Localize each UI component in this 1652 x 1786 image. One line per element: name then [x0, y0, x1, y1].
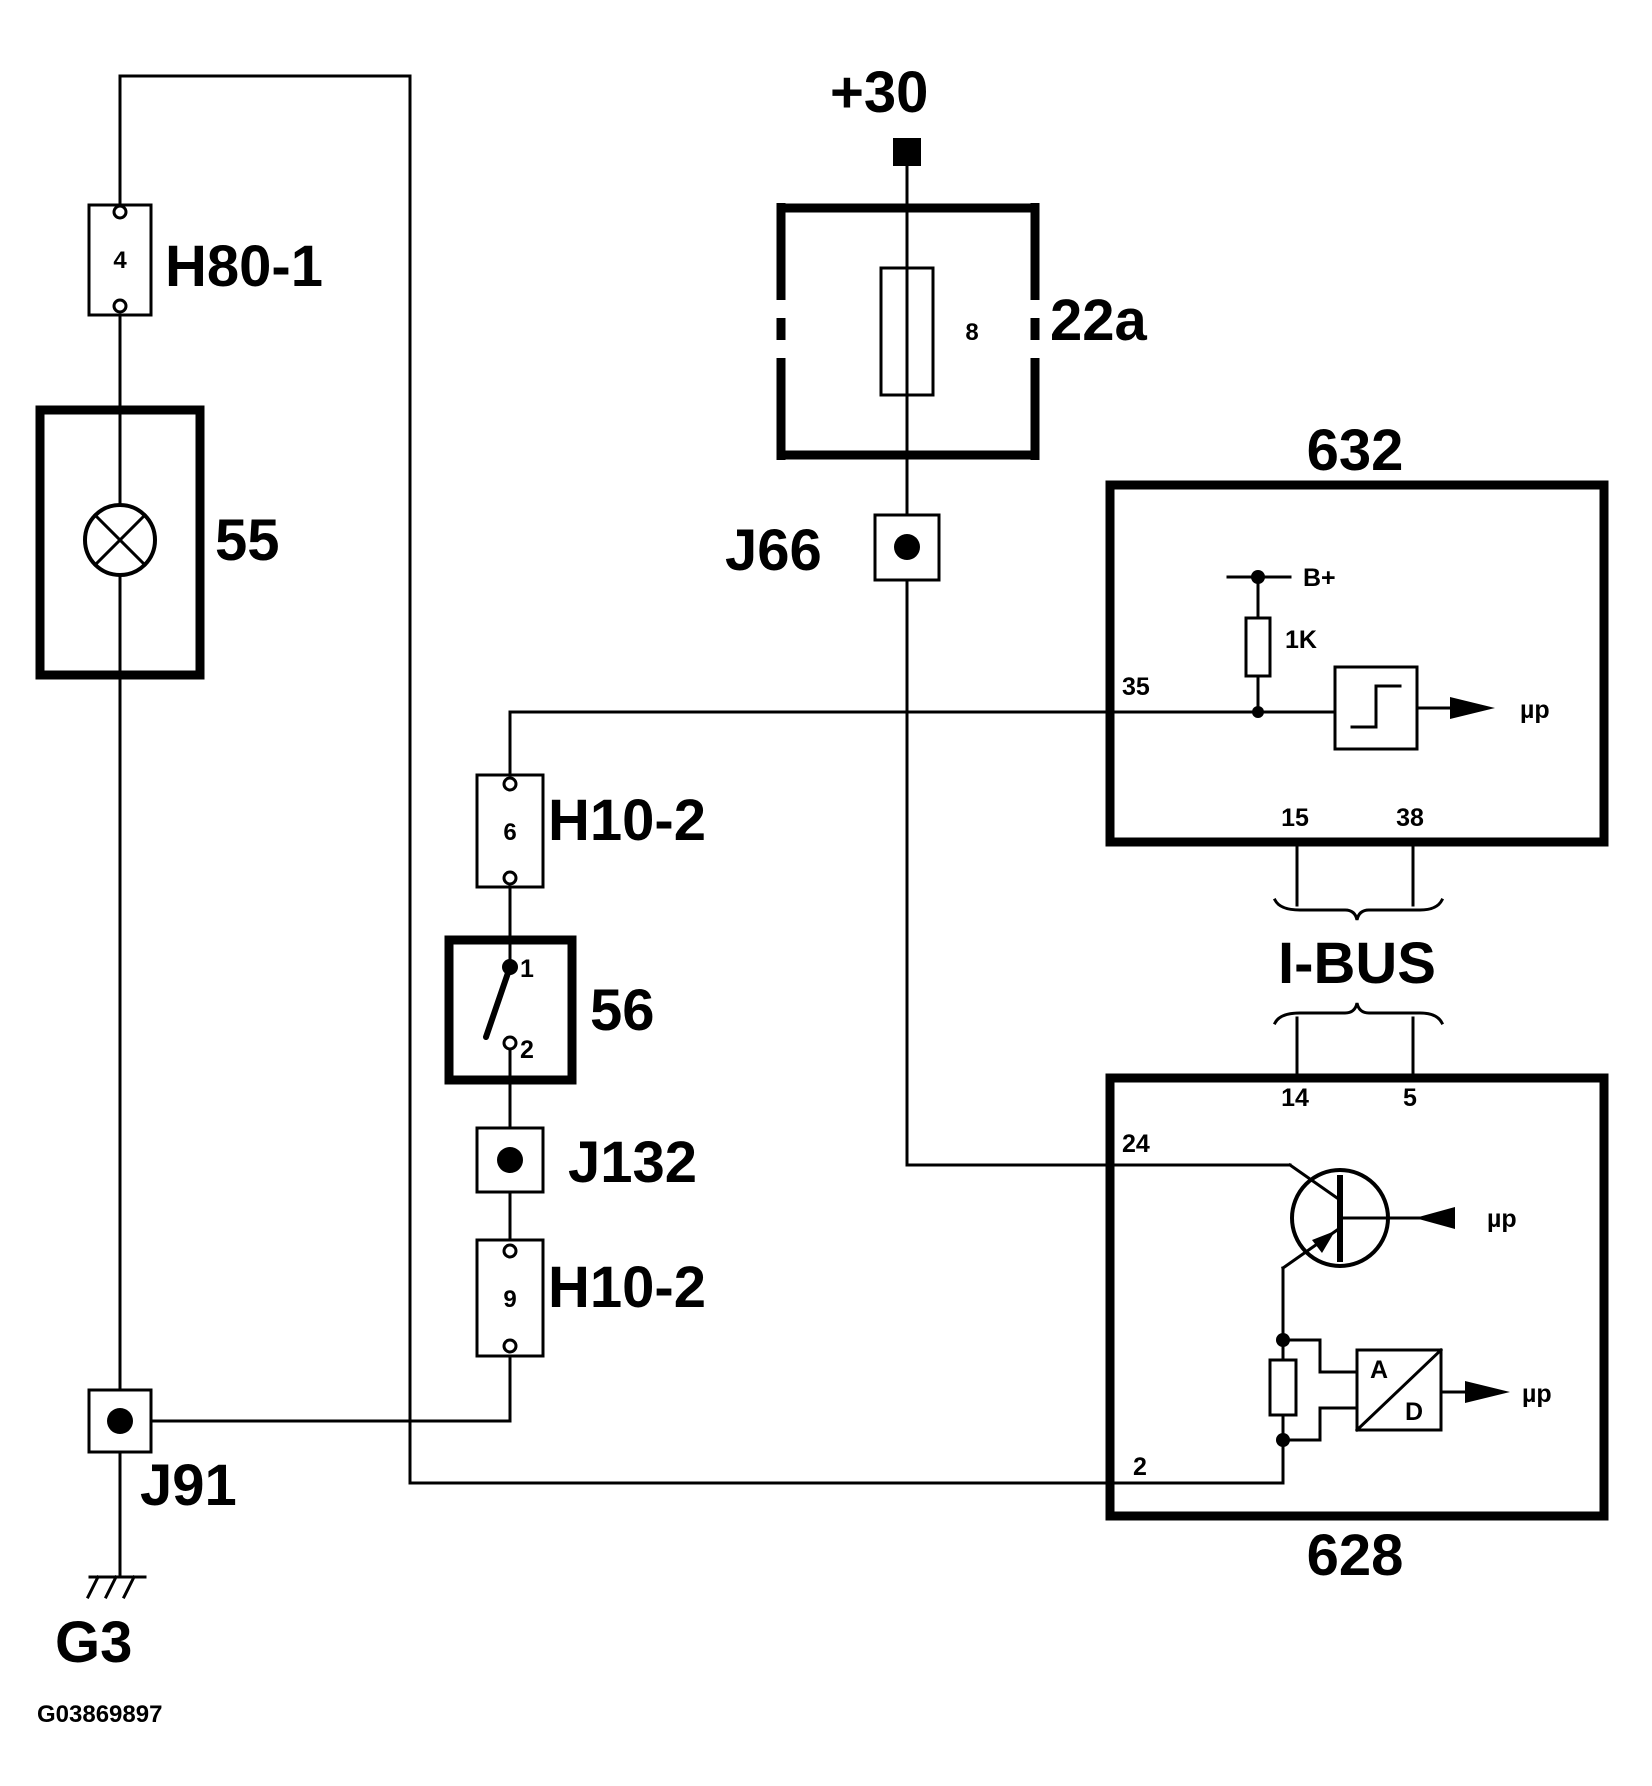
module-628-pin-14: 14 [1281, 1084, 1309, 1112]
module-632-label: 632 [1307, 418, 1404, 483]
shunt-resistor-icon [1268, 1358, 1298, 1417]
connector-h10-2-top-label: H10-2 [548, 788, 706, 853]
connector-h10-2-bottom-label: H10-2 [548, 1255, 706, 1320]
supply-terminal [893, 138, 921, 166]
adc-label-d: D [1405, 1398, 1423, 1426]
module-632-pin-35: 35 [1122, 673, 1150, 701]
fuse-box-22a-label: 22a [1050, 288, 1148, 353]
module-628-pin-5: 5 [1403, 1084, 1417, 1112]
figure-id: G03869897 [37, 1701, 162, 1728]
connector-pin-9: 9 [503, 1286, 516, 1313]
module-632-b-plus: B+ [1303, 564, 1336, 592]
module-628-adc-output: µp [1522, 1380, 1552, 1408]
arrow-right-icon [1450, 697, 1495, 719]
wire-632-pin35 [508, 710, 1120, 777]
splice-j66 [873, 513, 941, 582]
module-628-transistor-input: µp [1487, 1205, 1517, 1233]
switch-contact-icon [483, 964, 513, 1040]
switch-56: 1 2 [444, 935, 577, 1085]
arrow-right-icon [1465, 1381, 1510, 1403]
wire-top-loop [118, 74, 1107, 1485]
module-628-label: 628 [1307, 1523, 1404, 1588]
i-bus: I-BUS [1272, 840, 1445, 1080]
ground-icon [85, 1574, 147, 1600]
switch-pin-1: 1 [520, 955, 534, 983]
module-632-output: µp [1520, 696, 1550, 724]
ground-g3-label: G3 [55, 1610, 132, 1675]
adc-label-a: A [1370, 1356, 1388, 1384]
splice-j66-label: J66 [725, 518, 822, 583]
lamp-55 [35, 405, 205, 680]
module-628-pin-24: 24 [1122, 1130, 1150, 1158]
connector-pin-4: 4 [113, 247, 127, 274]
connector-pin-6: 6 [503, 819, 516, 846]
arrow-left-icon [1415, 1207, 1455, 1229]
module-628-pin-2: 2 [1133, 1453, 1147, 1481]
connector-h10-2-pin6: 6 [475, 773, 545, 889]
module-632-pin-38: 38 [1396, 804, 1424, 832]
module-632-pin-15: 15 [1281, 804, 1309, 832]
resistor-icon [1244, 616, 1272, 678]
fuse-number: 8 [965, 319, 978, 346]
connector-h80-1-label: H80-1 [165, 234, 323, 299]
splice-j91-label: J91 [140, 1453, 237, 1518]
fuse-box-22a: 8 [776, 203, 1040, 460]
splice-j91 [87, 1388, 153, 1454]
supply-30-label: +30 [830, 60, 928, 125]
splice-j132-label: J132 [568, 1130, 697, 1195]
switch-56-label: 56 [590, 978, 655, 1043]
switch-pin-2: 2 [520, 1036, 534, 1064]
wire-j66-to-628-pin24 [905, 578, 1120, 1167]
connector-h80-1: 4 [87, 203, 153, 317]
module-632: 35 B+ 1K µp 15 38 [1105, 480, 1609, 847]
wire-h10-to-j91 [149, 1354, 512, 1423]
connector-h10-2-pin9: 9 [475, 1238, 545, 1358]
i-bus-label: I-BUS [1278, 931, 1436, 996]
splice-j132 [475, 1126, 545, 1194]
module-632-resistor-value: 1K [1285, 626, 1317, 654]
lamp-55-label: 55 [215, 508, 280, 573]
module-628: 14 5 24 2 µp A D µp [1103, 1073, 1609, 1521]
